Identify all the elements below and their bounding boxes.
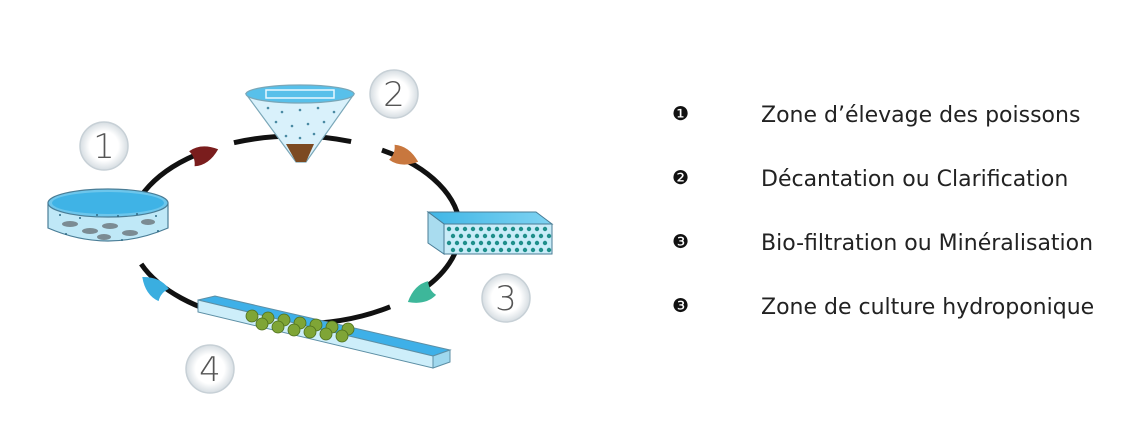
arrow-1-to-2 — [189, 146, 219, 167]
step-3-badge: 3 — [481, 273, 531, 323]
legend: ❶ Zone d’élevage des poissons ❷ Décantat… — [672, 100, 1132, 356]
step-4-badge: 4 — [185, 344, 235, 394]
legend-marker-2: ❷ — [672, 167, 690, 189]
legend-label-3: Bio-filtration ou Minéralisation — [761, 231, 1094, 256]
legend-item-2: ❷ Décantation ou Clarification — [672, 164, 1132, 228]
legend-marker-1: ❶ — [672, 103, 690, 125]
legend-item-3: ❸ Bio-filtration ou Minéralisation — [672, 228, 1132, 292]
step-2-badge: 2 — [369, 69, 419, 119]
legend-item-1: ❶ Zone d’élevage des poissons — [672, 100, 1132, 164]
step-1-badge: 1 — [79, 121, 129, 171]
legend-label-4: Zone de culture hydroponique — [761, 295, 1095, 320]
fish-tank-illustration — [47, 188, 169, 242]
legend-label-2: Décantation ou Clarification — [761, 167, 1069, 192]
step-4-number: 4 — [199, 350, 221, 390]
arrow-4-to-1 — [142, 277, 169, 302]
legend-item-4: ❸ Zone de culture hydroponique — [672, 292, 1132, 356]
legend-label-1: Zone d’élevage des poissons — [761, 103, 1081, 128]
step-1-number: 1 — [93, 127, 115, 167]
biofilter-box-illustration — [426, 211, 554, 255]
step-2-number: 2 — [383, 75, 405, 115]
arrow-2-to-3 — [389, 144, 419, 165]
arrow-3-to-4 — [407, 281, 437, 303]
legend-marker-4: ❸ — [672, 295, 690, 317]
legend-marker-3: ❸ — [672, 231, 690, 253]
settling-cone-illustration — [244, 84, 356, 163]
step-3-number: 3 — [495, 279, 517, 319]
hydroponic-bed-illustration — [197, 295, 452, 369]
cycle-loop — [127, 133, 463, 327]
